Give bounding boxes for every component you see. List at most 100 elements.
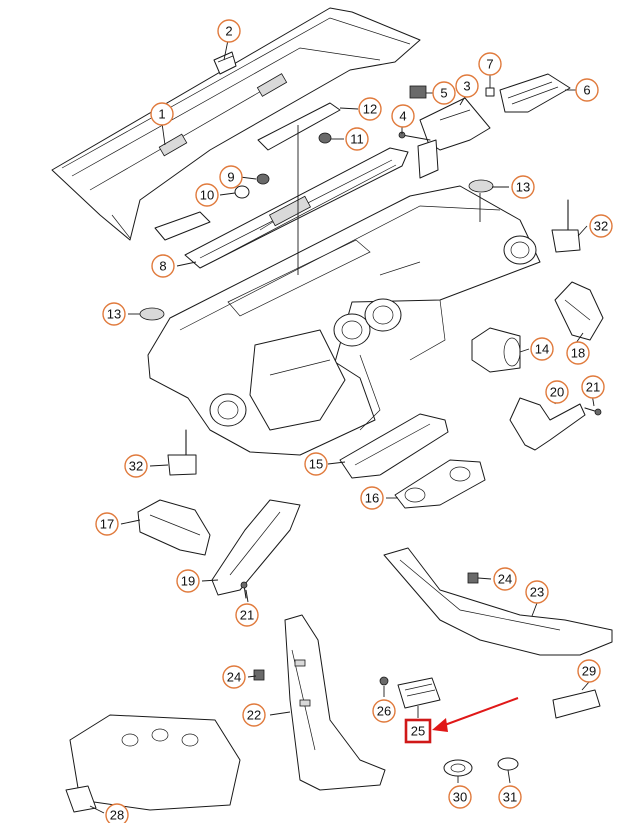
part-foam-29 [552, 689, 601, 719]
callout-15: 15 [304, 452, 328, 476]
callout-number: 7 [486, 57, 493, 72]
part-duct-19 [211, 499, 301, 596]
callout-circle [235, 603, 259, 627]
callout-number: 14 [535, 342, 549, 357]
callout-21: 21 [581, 375, 605, 399]
part-clip-2 [213, 51, 237, 75]
callout-25: 25 [404, 718, 432, 744]
callout-number: 24 [227, 670, 241, 685]
callout-number: 26 [377, 704, 391, 719]
callout-circle [455, 74, 479, 98]
part-vent-6 [499, 73, 571, 113]
callout-circle [589, 214, 613, 238]
callout-30: 30 [448, 785, 472, 809]
part-grommet-11 [318, 132, 332, 144]
callout-7: 7 [478, 52, 502, 76]
callout-13: 13 [511, 175, 535, 199]
callout-number: 21 [586, 380, 600, 395]
part-clip-7 [485, 87, 495, 97]
callout-8: 8 [151, 254, 175, 278]
callout-number: 22 [247, 708, 261, 723]
callout-number: 5 [440, 86, 447, 101]
callout-number: 3 [463, 79, 470, 94]
callout-circle [581, 375, 605, 399]
part-dashboard [147, 185, 541, 456]
callout-1: 1 [150, 102, 174, 126]
callout-3: 3 [455, 74, 479, 98]
callout-24: 24 [222, 665, 246, 689]
callout-circle [530, 337, 554, 361]
callout-23: 23 [525, 580, 549, 604]
callout-circle [242, 703, 266, 727]
part-grommet-13-top [468, 179, 494, 193]
callout-number: 19 [181, 574, 195, 589]
part-module-25 [397, 677, 441, 709]
callout-circle [105, 803, 129, 823]
callout-20: 20 [545, 380, 569, 404]
callout-2: 2 [217, 19, 241, 43]
callout-circle [95, 512, 119, 536]
callout-circle [176, 569, 200, 593]
part-plug-30 [443, 759, 473, 777]
callout-number: 31 [503, 790, 517, 805]
callout-circle [195, 183, 219, 207]
callout-21: 21 [235, 603, 259, 627]
callout-24: 24 [493, 567, 517, 591]
callout-circle [219, 165, 243, 189]
callout-32: 32 [589, 214, 613, 238]
callout-13: 13 [102, 302, 126, 326]
part-duct-17 [137, 499, 211, 556]
callout-circle [124, 454, 148, 478]
callout-16: 16 [360, 486, 384, 510]
callout-circle [151, 254, 175, 278]
callout-number: 32 [594, 219, 608, 234]
callout-number: 15 [309, 457, 323, 472]
callout-number: 32 [129, 459, 143, 474]
callout-26: 26 [372, 699, 396, 723]
callout-circle [448, 785, 472, 809]
callout-number: 12 [363, 102, 377, 117]
part-duct-23 [383, 547, 613, 656]
callout-circle [432, 81, 456, 105]
callout-number: 17 [100, 517, 114, 532]
callout-circle [358, 97, 382, 121]
pointer-arrow [432, 697, 519, 732]
part-sensor-32-left [167, 429, 197, 476]
part-screw-21-lower [240, 581, 248, 599]
callout-circle [217, 19, 241, 43]
part-clip-5 [409, 85, 427, 99]
callout-number: 24 [498, 572, 512, 587]
callout-number: 6 [583, 83, 590, 98]
callout-17: 17 [95, 512, 119, 536]
callout-number: 16 [365, 491, 379, 506]
part-body-section [65, 714, 241, 813]
callout-circle [222, 665, 246, 689]
callout-circle [577, 659, 601, 683]
callout-14: 14 [530, 337, 554, 361]
callout-29: 29 [577, 659, 601, 683]
callout-number: 2 [225, 24, 232, 39]
part-trim-strip-12 [257, 102, 341, 151]
part-screw-26 [379, 676, 389, 686]
part-clip-9 [256, 173, 270, 185]
callout-circle [372, 699, 396, 723]
callout-circle [102, 302, 126, 326]
callout-circle [304, 452, 328, 476]
callout-number: 18 [571, 346, 585, 361]
callout-circle [498, 785, 522, 809]
callout-number: 13 [107, 307, 121, 322]
callout-highlight-box [404, 718, 432, 744]
part-duct-16 [394, 459, 486, 509]
callout-9: 9 [219, 165, 243, 189]
callout-28: 28 [105, 803, 129, 823]
callout-12: 12 [358, 97, 382, 121]
callout-11: 11 [345, 127, 369, 151]
part-vent-14 [471, 327, 521, 373]
part-defrost-grille-8 [184, 147, 409, 269]
callout-circle [493, 567, 517, 591]
part-grommet-13-left [139, 307, 165, 321]
callout-circle [360, 486, 384, 510]
callout-number: 8 [159, 259, 166, 274]
